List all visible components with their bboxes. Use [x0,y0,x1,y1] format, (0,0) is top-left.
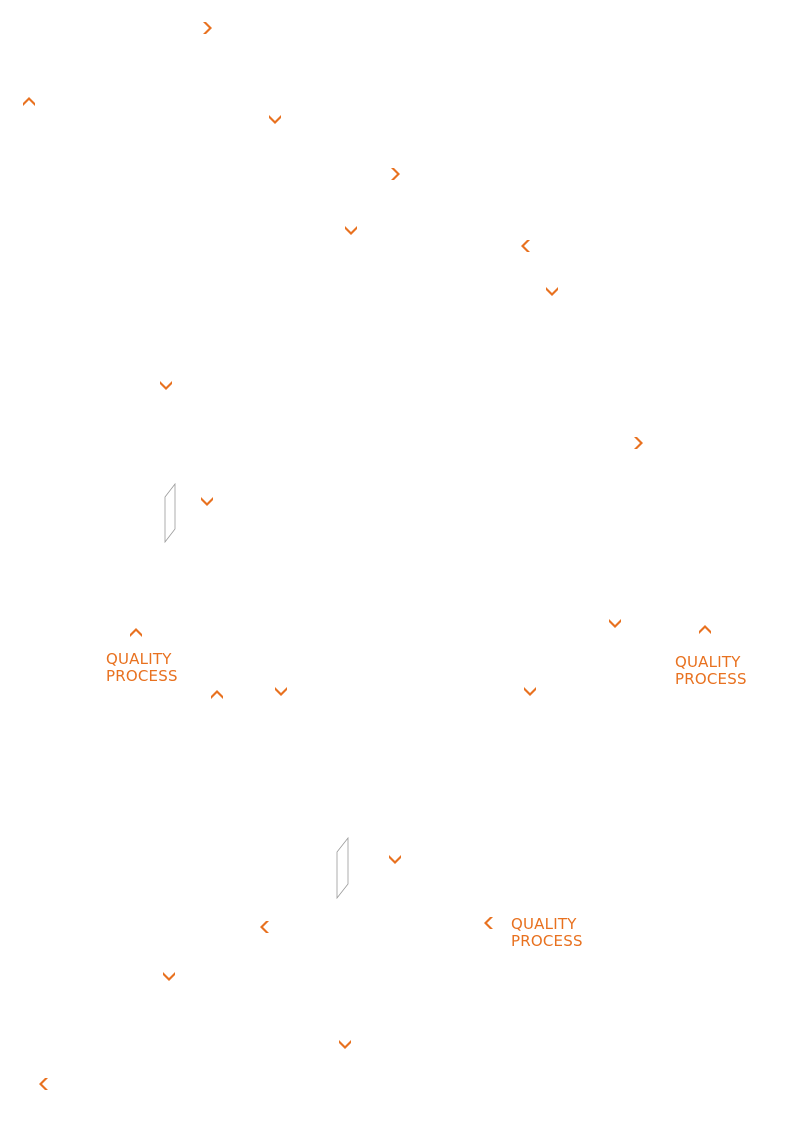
chevron-down-icon [199,495,215,511]
chevron-left-icon [479,915,495,931]
chevron-down-icon [522,685,538,701]
chevron-left-icon [255,919,271,935]
chevron-down-icon [267,113,283,129]
quality-process-label: QUALITY PROCESS [106,651,178,685]
label-line-1: QUALITY [106,650,172,668]
chevron-up-icon [128,623,144,639]
chevron-up-icon [21,92,37,108]
chevron-right-icon [389,166,405,182]
chevron-down-icon [337,1038,353,1054]
chevron-down-icon [273,685,289,701]
chevron-down-icon [161,970,177,986]
chevron-down-icon [158,379,174,395]
label-line-1: QUALITY [675,653,741,671]
label-line-1: QUALITY [511,915,577,933]
label-line-2: PROCESS [675,670,747,688]
quality-process-label: QUALITY PROCESS [675,654,747,688]
chevron-left-icon [34,1076,50,1092]
chevron-right-icon [632,435,648,451]
outline-panel [164,483,178,543]
outline-panel [336,837,350,899]
chevron-down-icon [387,853,403,869]
chevron-down-icon [343,224,359,240]
label-line-2: PROCESS [106,667,178,685]
chevron-up-icon [209,685,225,701]
quality-process-label: QUALITY PROCESS [511,916,583,950]
chevron-down-icon [544,285,560,301]
chevron-left-icon [516,238,532,254]
chevron-down-icon [607,617,623,633]
chevron-up-icon [697,620,713,636]
chevron-right-icon [201,20,217,36]
label-line-2: PROCESS [511,932,583,950]
